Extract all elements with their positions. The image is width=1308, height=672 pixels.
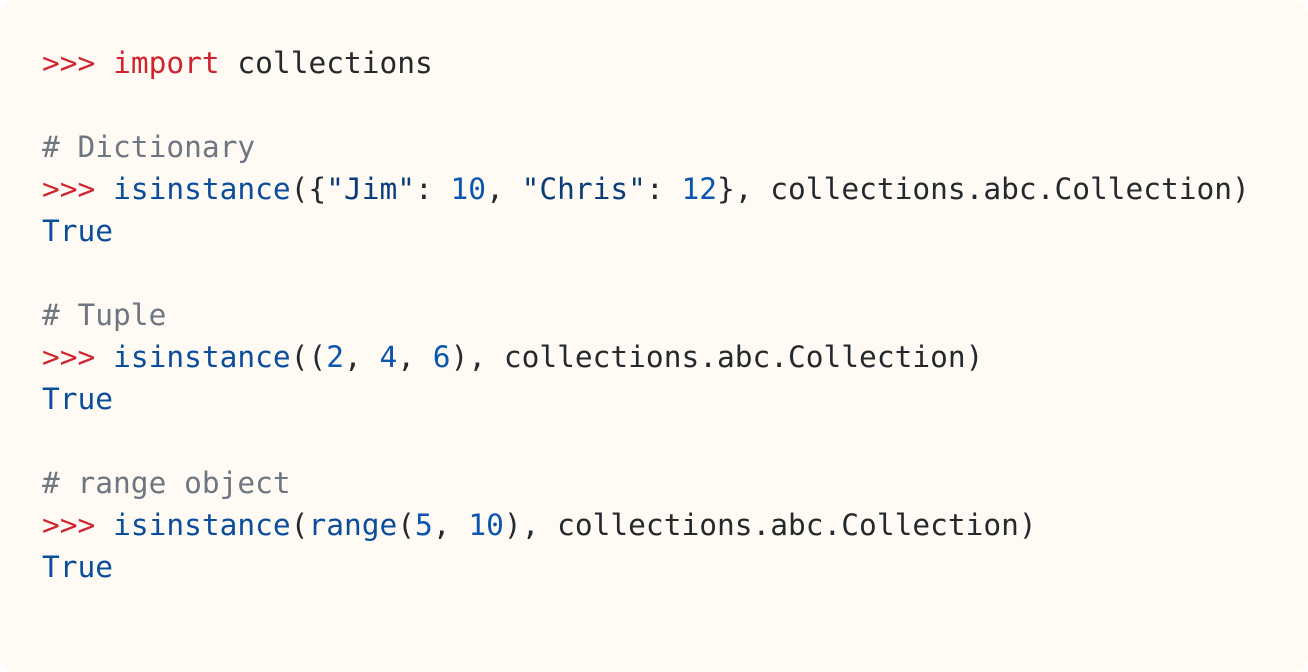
repl-prompt: >>> bbox=[42, 340, 96, 374]
number-literal: 4 bbox=[379, 340, 398, 374]
blank-line bbox=[42, 420, 1308, 462]
number-literal: 5 bbox=[415, 508, 433, 542]
code-comment: # Tuple bbox=[42, 298, 167, 332]
module-name: collections bbox=[237, 46, 433, 80]
output-value: True bbox=[42, 382, 114, 416]
code-line: >>> isinstance(range(5, 10), collections… bbox=[42, 504, 1308, 546]
code-punct: : bbox=[415, 172, 451, 206]
function-name: range bbox=[308, 508, 398, 542]
blank-line bbox=[42, 84, 1308, 126]
comment-line: # Dictionary bbox=[42, 126, 1308, 168]
code-punct: ( bbox=[290, 508, 309, 542]
blank-line bbox=[42, 252, 1308, 294]
code-text: }, collections.abc.Collection) bbox=[717, 172, 1250, 206]
function-name: isinstance bbox=[113, 172, 291, 206]
function-name: isinstance bbox=[113, 508, 291, 542]
number-literal: 2 bbox=[326, 340, 344, 374]
code-comment: # Dictionary bbox=[42, 130, 256, 164]
repl-prompt: >>> bbox=[42, 172, 96, 206]
function-name: isinstance bbox=[113, 340, 291, 374]
code-punct: , bbox=[432, 508, 469, 542]
output-line: True bbox=[42, 546, 1308, 588]
output-line: True bbox=[42, 378, 1308, 420]
string-literal: "Jim" bbox=[326, 172, 416, 206]
code-line: >>> isinstance({"Jim": 10, "Chris": 12},… bbox=[42, 168, 1308, 210]
comment-line: # Tuple bbox=[42, 294, 1308, 336]
code-punct: , bbox=[486, 172, 522, 206]
code-punct: ( bbox=[397, 508, 416, 542]
code-text: ), collections.abc.Collection) bbox=[503, 508, 1037, 542]
repl-prompt: >>> bbox=[42, 46, 96, 80]
import-keyword: import bbox=[113, 46, 220, 80]
number-literal: 10 bbox=[450, 172, 487, 206]
comment-line: # range object bbox=[42, 462, 1308, 504]
string-literal: "Chris" bbox=[521, 172, 646, 206]
output-line: True bbox=[42, 210, 1308, 252]
code-punct: : bbox=[645, 172, 682, 206]
number-literal: 12 bbox=[681, 172, 717, 206]
code-punct: , bbox=[343, 340, 380, 374]
code-punct: , bbox=[397, 340, 433, 374]
output-value: True bbox=[42, 550, 114, 584]
import-line: >>> import collections bbox=[42, 42, 1308, 84]
code-punct: (( bbox=[290, 340, 327, 374]
output-value: True bbox=[42, 214, 114, 248]
code-comment: # range object bbox=[42, 466, 291, 500]
code-text: ), collections.abc.Collection) bbox=[450, 340, 984, 374]
number-literal: 10 bbox=[468, 508, 504, 542]
code-punct: ({ bbox=[290, 172, 327, 206]
repl-prompt: >>> bbox=[42, 508, 96, 542]
number-literal: 6 bbox=[432, 340, 451, 374]
code-line: >>> isinstance((2, 4, 6), collections.ab… bbox=[42, 336, 1308, 378]
